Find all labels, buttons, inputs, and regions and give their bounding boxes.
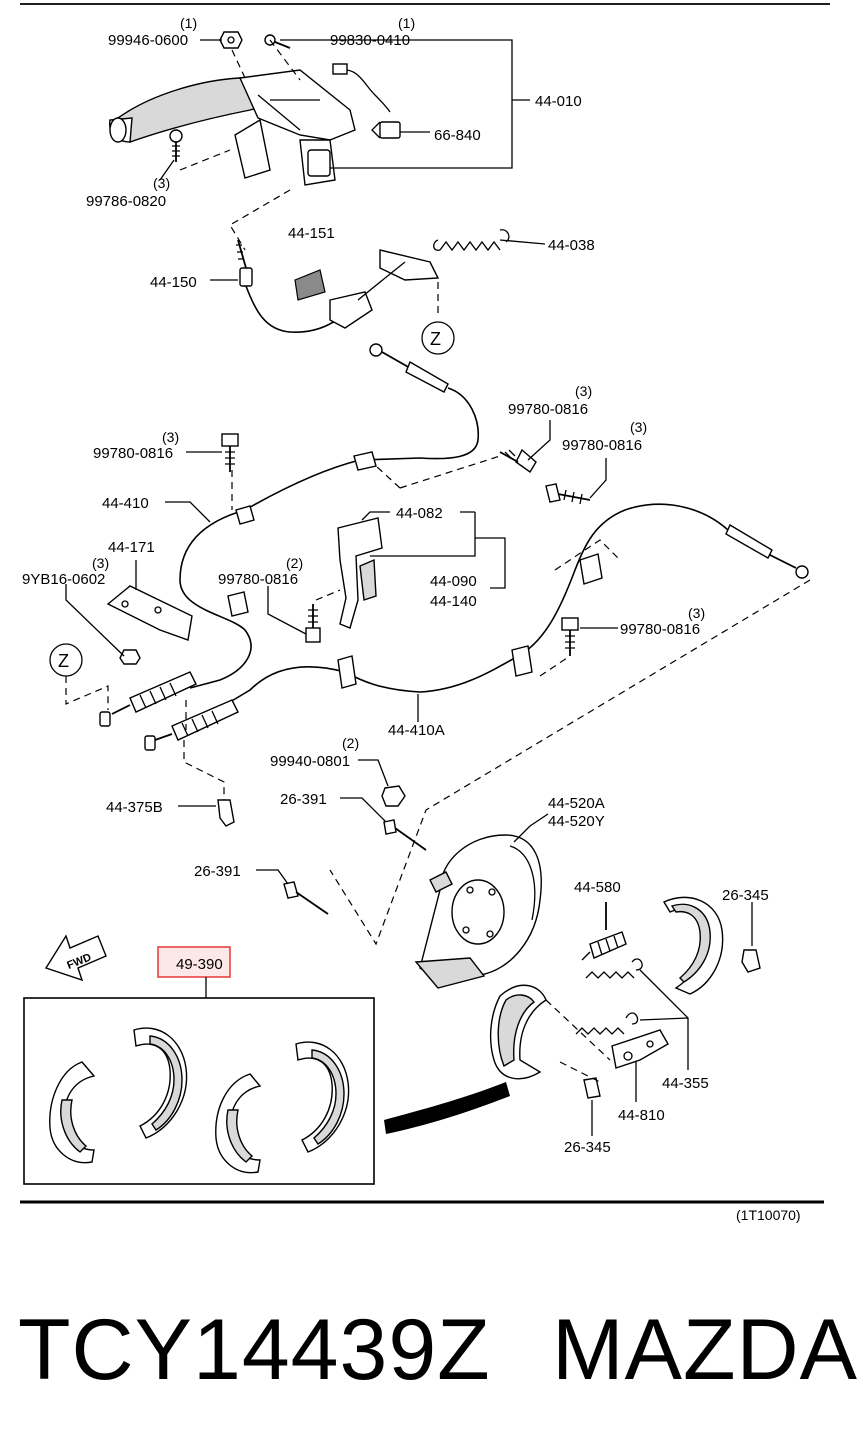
lever-bolt[interactable] [169,129,183,162]
shoe-springs-44-355[interactable] [575,958,643,1035]
qty-99780-0816-d: (2) [286,555,303,571]
brand-name: MAZDA [552,1301,858,1398]
label-44-010: 44-010 [535,93,582,110]
plate-nut-9yb16-0602[interactable] [119,649,141,665]
label-99940-0801: 99940-0801 [270,753,350,770]
bolt-99780-0816-c[interactable] [221,433,239,472]
qty-99786-0820: (3) [153,175,170,191]
qty-9yb16-0602: (3) [92,555,109,571]
backing-plate[interactable] [414,834,542,989]
label-99946-0600: 99946-0600 [108,32,188,49]
lever-screw[interactable] [264,34,291,49]
label-9yb16-0602: 9YB16-0602 [22,571,105,588]
cable-clip-44-375b[interactable] [217,799,235,827]
label-44-355: 44-355 [662,1075,709,1092]
brake-shoe-kit-box [23,997,375,1185]
kit-shoe-4[interactable] [295,1041,350,1153]
actuator-lever-44-810[interactable] [611,1029,669,1069]
kit-shoe-3[interactable] [215,1073,262,1174]
label-44-082: 44-082 [396,505,443,522]
label-44-410: 44-410 [102,495,149,512]
label-44-375b: 44-375B [106,799,163,816]
label-26-391-upper: 26-391 [280,791,327,808]
rear-cable-left[interactable] [224,503,809,706]
label-44-580: 44-580 [574,879,621,896]
highlight-49-390[interactable] [157,946,231,978]
bolt-99780-0816-b[interactable] [545,483,591,505]
qty-99946-0600: (1) [180,15,197,31]
qty-99780-0816-b: (3) [630,419,647,435]
rear-brake-shoe[interactable] [662,896,724,995]
label-99780-0816-a: 99780-0816 [508,401,588,418]
cable-guide-bracket[interactable] [337,517,383,629]
part-footer: TCY14439Z MAZDA [18,1290,858,1410]
parking-brake-switch[interactable] [332,63,401,139]
qty-99940-0801: (2) [342,735,359,751]
label-44-520a: 44-520A [548,795,605,812]
svg-text:Z: Z [58,651,69,671]
cable-end-fitting-right[interactable] [144,699,239,751]
kit-shoe-2[interactable] [133,1027,188,1139]
bolt-99780-0816-d[interactable] [305,604,321,643]
cable-mounting-plate[interactable] [106,585,193,641]
figure-reference: (1T10070) [736,1207,801,1223]
qty-99780-0816-e: (3) [688,605,705,621]
part-number: TCY14439Z [18,1301,491,1398]
bolt-26-391-upper[interactable] [383,819,427,851]
cable-bracket-mid[interactable] [227,553,603,689]
label-99780-0816-e: 99780-0816 [620,621,700,638]
label-44-410a: 44-410A [388,722,445,739]
qty-99830-0410: (1) [398,15,415,31]
label-44-150: 44-150 [150,274,197,291]
zone-marker-z-top: Z [421,321,455,355]
forward-direction-arrow: FWD [44,934,107,982]
equalizer[interactable] [329,249,440,329]
adjuster-44-580[interactable] [581,902,627,961]
label-44-520y: 44-520Y [548,813,605,830]
brake-drum-edge [384,1082,510,1134]
bolt-99780-0816-a[interactable] [499,448,537,474]
qty-99780-0816-c: (3) [162,429,179,445]
label-26-345-upper: 26-345 [722,887,769,904]
cable-end-fitting-left[interactable] [99,671,197,727]
return-spring[interactable] [433,229,510,252]
parking-brake-parts-diagram: (1) 99946-0600 (1) 99830-0410 44-010 66-… [20,3,830,1223]
zone-marker-z-bottom: Z [49,643,83,677]
label-26-391-lower: 26-391 [194,863,241,880]
label-99830-0410: 99830-0410 [330,32,410,49]
label-44-038: 44-038 [548,237,595,254]
label-44-810: 44-810 [618,1107,665,1124]
qty-99780-0816-a: (3) [575,383,592,399]
label-99780-0816-b: 99780-0816 [562,437,642,454]
svg-text:Z: Z [430,329,441,349]
label-44-151: 44-151 [288,225,335,242]
label-44-171: 44-171 [108,539,155,556]
nut-99940-0801[interactable] [381,785,406,807]
hold-down-pin-26-345-upper[interactable] [741,949,761,973]
bolt-26-391-lower[interactable] [283,881,329,915]
hand-lever-assembly[interactable] [109,69,356,186]
label-99780-0816-d: 99780-0816 [218,571,298,588]
equalizer-pad[interactable] [294,269,326,301]
kit-shoe-1[interactable] [49,1061,96,1164]
rear-cable-right[interactable] [179,343,480,689]
label-44-140: 44-140 [430,593,477,610]
bolt-99780-0816-e[interactable] [561,617,579,656]
label-44-090: 44-090 [430,573,477,590]
cable-bracket-upper[interactable] [235,451,377,525]
label-99780-0816-c: 99780-0816 [93,445,173,462]
label-49-390: 49-390 [176,956,223,973]
lever-nut[interactable] [219,31,243,49]
installed-brake-shoe[interactable] [489,984,547,1080]
label-26-345-lower: 26-345 [564,1139,611,1156]
label-66-840: 66-840 [434,127,481,144]
label-99786-0820: 99786-0820 [86,193,166,210]
